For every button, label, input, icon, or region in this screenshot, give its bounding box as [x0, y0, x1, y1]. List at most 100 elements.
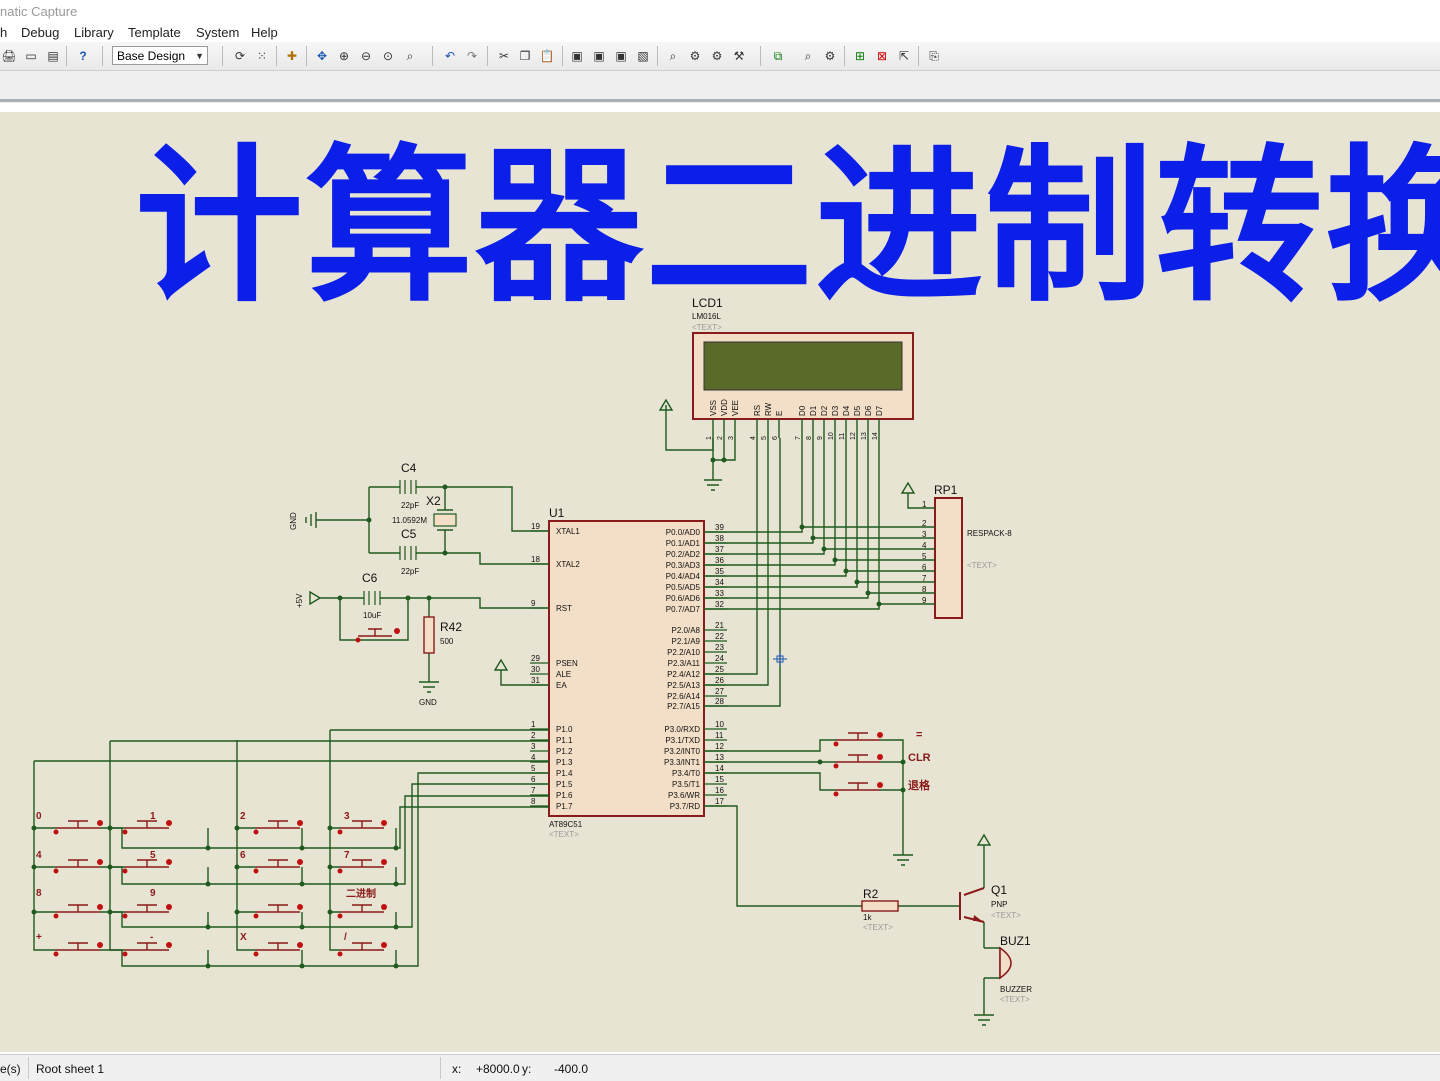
layer-select[interactable]: Base Design▼ [112, 46, 208, 65]
zoom-in-icon[interactable]: ⊕ [338, 49, 350, 63]
keypad-key-button[interactable] [337, 904, 388, 919]
keypad-key-button[interactable] [253, 820, 304, 835]
lcd-pin-number: 11 [839, 433, 846, 440]
side-key-button[interactable] [833, 732, 884, 747]
pan-icon[interactable]: ✥ [316, 49, 328, 63]
lcd-component[interactable]: LCD1 LM016L <TEXT> VSS1VDD2VEE3RS4RW5E6D… [692, 296, 914, 440]
mcu-pin-number: 31 [531, 676, 540, 685]
mcu-pin-name: ALE [556, 670, 571, 679]
c6-component[interactable]: C6 10uF [362, 571, 381, 620]
zoom-all-icon[interactable]: ⊙ [382, 49, 394, 63]
zoom-out-icon[interactable]: ⊖ [360, 49, 372, 63]
make-device-icon[interactable]: ⚙ [689, 49, 701, 63]
buzzer-component[interactable]: BUZ1 BUZZER <TEXT> [984, 934, 1032, 1004]
r2-ref: R2 [863, 887, 879, 901]
keypad-key-button[interactable] [337, 859, 388, 874]
package-tool-icon[interactable]: ⚙ [711, 49, 723, 63]
help-icon[interactable]: ? [79, 49, 87, 63]
mcu-pin-number: 4 [531, 753, 536, 762]
keypad-key-button[interactable] [53, 942, 104, 957]
mcu-pin-number: 11 [715, 731, 724, 740]
keypad-key-button[interactable] [122, 904, 173, 919]
netlist-icon[interactable]: ⎘ [929, 48, 939, 63]
keypad-key-button[interactable] [122, 942, 173, 957]
bom-icon[interactable]: ▤ [47, 49, 59, 63]
keypad-key-label: 7 [344, 850, 350, 861]
block-copy-icon[interactable]: ▣ [571, 49, 583, 63]
keypad-key-button[interactable] [253, 942, 304, 957]
undo-icon[interactable]: ↶ [444, 49, 456, 63]
r2-component[interactable]: R2 1k <TEXT> [861, 887, 899, 932]
property-tool-icon[interactable]: ⚙ [824, 49, 836, 63]
menu-help[interactable]: Help [251, 25, 278, 40]
status-messages[interactable]: e(s) [0, 1062, 21, 1076]
wire-autorouter-icon[interactable]: ⧉ [773, 48, 783, 63]
wires [33, 405, 985, 1015]
mcu-pin-name: P1.0 [556, 725, 573, 734]
zoom-area-icon[interactable]: ⌕ [406, 48, 414, 63]
paste-icon[interactable]: 📋 [539, 49, 555, 63]
c4-component[interactable]: C4 22pF [399, 461, 419, 510]
x2-crystal[interactable]: X2 11.0592M [392, 494, 457, 531]
cut-icon[interactable]: ✂ [498, 49, 510, 63]
exit-to-parent-icon[interactable]: ⇱ [898, 49, 910, 63]
menu-system[interactable]: System [196, 25, 240, 40]
keypad-key-label: 二进制 [346, 887, 376, 900]
keypad-key-button[interactable] [337, 942, 388, 957]
keypad-key-button[interactable] [53, 859, 104, 874]
chevron-down-icon: ▼ [195, 51, 204, 61]
c6-value: 10uF [363, 611, 381, 620]
block-move-icon[interactable]: ▣ [593, 49, 605, 63]
c5-component[interactable]: C5 22pF [399, 527, 419, 576]
block-rotate-icon[interactable]: ▣ [615, 49, 627, 63]
menu-library[interactable]: Library [74, 25, 114, 40]
grid-icon[interactable]: ⁙ [256, 49, 268, 63]
lcd-pin-name: RS [753, 405, 762, 416]
mcu-pin-name: XTAL1 [556, 527, 580, 536]
rp1-pin-number: 9 [922, 596, 927, 605]
mcu-component[interactable]: U1 AT89C51 <TEXT> 19XTAL118XTAL29RST29PS… [530, 506, 727, 839]
rp1-pin-number: 6 [922, 563, 927, 572]
q1-text: <TEXT> [991, 911, 1021, 920]
menu-graph[interactable]: h [0, 25, 8, 40]
keypad-key-button[interactable] [53, 904, 104, 919]
keypad-key-label: 9 [150, 888, 156, 899]
mcu-pin-name: P0.1/AD1 [666, 539, 701, 548]
mcu-pin-number: 34 [715, 578, 724, 587]
r42-component[interactable]: R42 500 [423, 616, 462, 654]
decompose-icon[interactable]: ⚒ [733, 49, 745, 63]
cursor-marker [773, 652, 787, 666]
rp1-pin-number: 8 [922, 585, 927, 594]
origin-icon[interactable]: ✚ [286, 49, 298, 63]
mcu-ref: U1 [549, 506, 565, 520]
q1-transistor[interactable]: Q1 PNP <TEXT> [959, 883, 1021, 923]
keypad-key-button[interactable] [122, 820, 173, 835]
search-icon[interactable]: ⌕ [804, 48, 812, 63]
lcd-pin-name: D1 [809, 405, 818, 416]
side-key-button[interactable] [833, 782, 884, 797]
new-sheet-icon[interactable]: ⊞ [854, 49, 866, 63]
remove-sheet-icon[interactable]: ⊠ [876, 49, 888, 63]
pick-device-icon[interactable]: ⌕ [669, 48, 677, 63]
side-key-button[interactable] [833, 754, 884, 769]
refresh-icon[interactable]: ⟳ [234, 49, 246, 63]
keypad-key-button[interactable] [53, 820, 104, 835]
menu-template[interactable]: Template [128, 25, 181, 40]
menu-debug[interactable]: Debug [21, 25, 60, 40]
keypad-key-button[interactable] [253, 904, 304, 919]
redo-icon[interactable]: ↷ [466, 49, 478, 63]
copy-icon[interactable]: ❐ [519, 49, 531, 63]
rp1-pin-number: 3 [922, 530, 927, 539]
area-icon[interactable]: ▭ [25, 49, 37, 63]
block-delete-icon[interactable]: ▧ [637, 49, 649, 63]
keypad-key-button[interactable] [122, 859, 173, 874]
print-icon[interactable]: 🖨 [1, 49, 17, 63]
reset-button[interactable] [355, 628, 401, 643]
keypad-key-button[interactable] [253, 859, 304, 874]
status-sheet[interactable]: Root sheet 1 [36, 1062, 105, 1076]
mcu-pin-name: P3.4/T0 [672, 769, 701, 778]
keypad-key-button[interactable] [337, 820, 388, 835]
mcu-pin-name: P2.2/A10 [667, 648, 700, 657]
